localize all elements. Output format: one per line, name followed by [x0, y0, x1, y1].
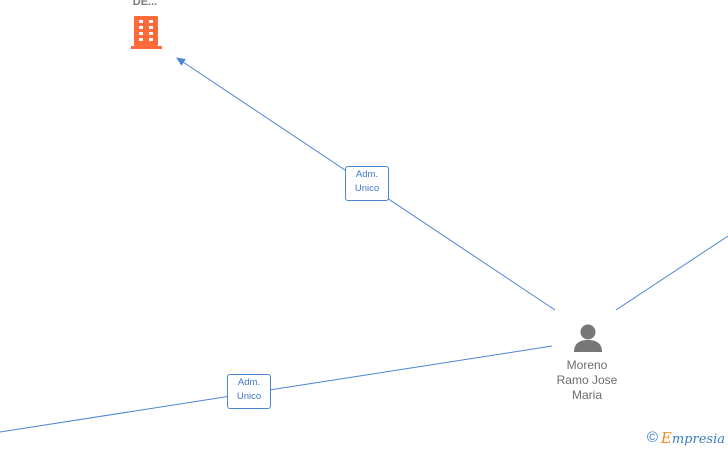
brand-logo: Empresia: [660, 429, 725, 447]
edge-role-line-2: Unico: [236, 391, 262, 402]
edge-role-badge-bottom[interactable]: Adm. Unico: [227, 374, 271, 409]
copyright-icon: ©: [646, 429, 658, 446]
person-node-label[interactable]: Moreno Ramo Jose Maria: [537, 358, 637, 403]
edge-role-badge-top[interactable]: Adm. Unico: [345, 166, 389, 201]
person-icon[interactable]: [574, 324, 602, 353]
empresia-watermark: © Empresia: [647, 429, 725, 447]
edge-person-to-left: [0, 345, 553, 433]
person-name-line-3: Maria: [571, 388, 602, 402]
company-node-label[interactable]: DE...: [132, 0, 158, 8]
edge-role-line-1: Adm.: [237, 377, 261, 388]
person-name-line-1: Moreno: [566, 358, 608, 372]
building-icon[interactable]: [131, 16, 162, 49]
edge-role-line-2: Unico: [354, 183, 380, 194]
edge-role-line-1: Adm.: [355, 169, 379, 180]
edge-person-to-right: [615, 235, 728, 311]
person-name-line-2: Ramo Jose: [556, 373, 618, 387]
